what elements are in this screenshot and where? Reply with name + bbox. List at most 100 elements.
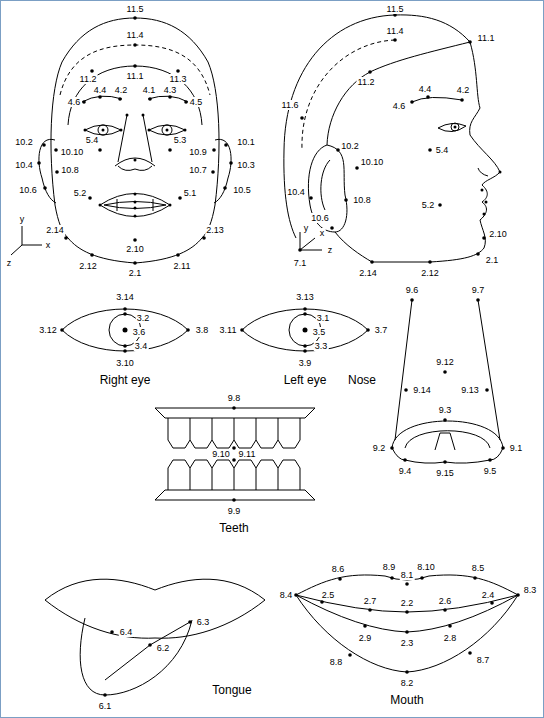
callout-number: 4.1 (142, 85, 157, 95)
feature-dot (473, 576, 477, 580)
feature-dot (211, 170, 215, 174)
callout-number: 3.10 (115, 358, 135, 368)
feature-dot (428, 148, 432, 152)
feature-dot (133, 238, 137, 242)
part-caption: Tongue (211, 683, 252, 697)
feature-dot (54, 148, 58, 152)
outlines (11, 15, 518, 695)
feature-dot (42, 143, 46, 147)
inner-lip (296, 595, 518, 632)
callout-number: 2.2 (400, 598, 415, 608)
callout-number: 2.3 (400, 638, 415, 648)
feature-dot (516, 593, 520, 597)
feature-dot (481, 189, 484, 192)
callout-number: 9.14 (412, 385, 432, 395)
callout-number: 10.4 (286, 187, 306, 197)
feature-dot (188, 620, 192, 624)
feature-dot (98, 95, 102, 99)
ear-outline (214, 139, 231, 203)
callout-number: 2.13 (205, 225, 225, 235)
callout-number: 3.8 (195, 325, 210, 335)
callout-number: 9.3 (438, 405, 453, 415)
part-caption: Nose (347, 373, 377, 387)
feature-dot (133, 16, 137, 20)
eye (242, 309, 368, 351)
feature-dot (134, 201, 137, 204)
feature-dot (303, 307, 307, 311)
iris (451, 123, 459, 131)
feature-dot (405, 670, 409, 674)
jaw-outline (55, 205, 215, 263)
feature-dot (485, 201, 488, 204)
callout-number: 8.3 (523, 585, 538, 595)
callout-number: 6.2 (156, 643, 171, 653)
feature-dot (393, 38, 397, 42)
callout-number: 10.10 (360, 157, 385, 167)
callout-number: 4.5 (189, 97, 204, 107)
lower-teeth (168, 460, 300, 490)
callout-number: 8.9 (382, 562, 397, 572)
feature-dot (300, 116, 304, 120)
feature-dot (223, 186, 227, 190)
feature-dot (390, 576, 394, 580)
callout-number: 3.1 (316, 313, 331, 323)
feature-dot (166, 129, 169, 132)
feature-dot (303, 328, 308, 333)
feature-dot (202, 236, 206, 240)
feature-dot (184, 100, 188, 104)
feature-dot (348, 653, 352, 657)
feature-dot (476, 298, 480, 302)
callout-number: 11.5 (386, 4, 405, 14)
feature-dot (501, 446, 505, 450)
feature-dot (55, 170, 59, 174)
callout-number: 4.4 (418, 84, 433, 94)
callout-number: 10.2 (340, 141, 360, 151)
callout-number: 2.1 (128, 268, 143, 278)
callout-number: 9.11 (238, 449, 257, 459)
callout-number: 2.10 (125, 244, 145, 254)
callout-number: 10.3 (236, 160, 256, 170)
eyebrow (148, 96, 188, 102)
callout-number: 2.14 (45, 225, 65, 235)
ear-outline (39, 139, 56, 203)
feature-dot (443, 608, 447, 612)
feature-dot (405, 582, 409, 586)
feature-dot (438, 203, 442, 207)
head-outline (284, 15, 470, 238)
feature-dot (142, 114, 145, 117)
feature-dot (232, 458, 236, 462)
callout-number: 9.2 (372, 443, 387, 453)
callout-number: 10.7 (188, 165, 208, 175)
eye (149, 125, 185, 135)
feature-dot (133, 43, 137, 47)
part-caption: Left eye (283, 373, 328, 387)
callout-number: 9.1 (509, 443, 524, 453)
callout-number: 2.4 (481, 590, 496, 600)
feature-dot (133, 261, 137, 265)
callout-number: 8.2 (400, 678, 415, 688)
feature-dot (468, 40, 472, 44)
hair-line (327, 42, 470, 145)
callout-number: 6.1 (98, 701, 113, 711)
callout-number: 10.8 (352, 195, 372, 205)
feature-dot (403, 458, 407, 462)
callout-number: 2.14 (358, 268, 378, 278)
feature-dot (405, 630, 409, 634)
feature-dot (366, 328, 370, 332)
feature-dot (428, 260, 432, 264)
callout-number: 8.4 (279, 590, 294, 600)
iris (162, 125, 172, 135)
feature-dot (229, 161, 233, 165)
callout-number: 3.2 (136, 313, 151, 323)
callout-number: 3.9 (298, 358, 313, 368)
feature-dot (410, 298, 414, 302)
feature-dot (110, 630, 114, 634)
callout-number: 10.8 (60, 165, 80, 175)
callout-number: 2.7 (363, 596, 378, 606)
eye (85, 125, 121, 135)
feature-dot (490, 601, 494, 605)
callout-number: z (6, 258, 13, 268)
callout-number: x (45, 240, 52, 250)
feature-dot (405, 610, 409, 614)
